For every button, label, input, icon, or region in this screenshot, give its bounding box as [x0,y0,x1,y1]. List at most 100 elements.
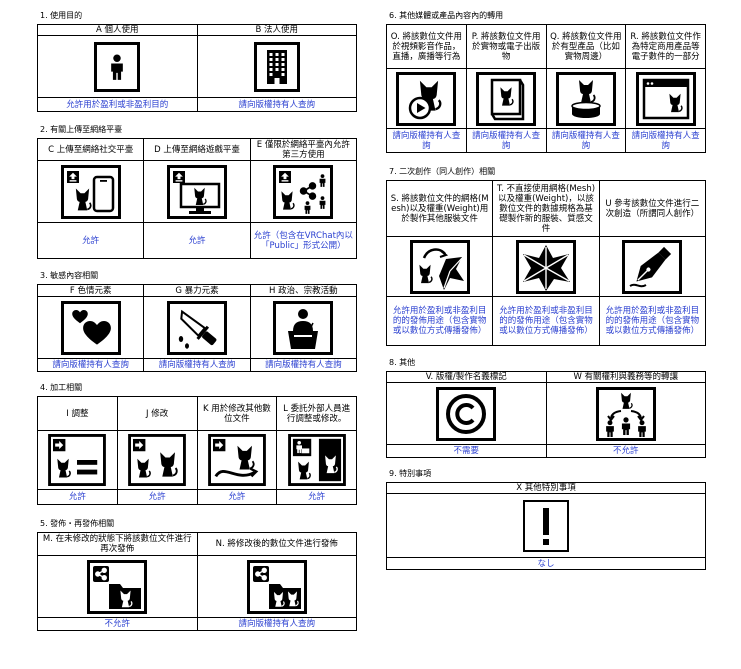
game-upload-icon [166,164,227,219]
section-1-table: A 個人使用 B 法人使用 [37,24,357,112]
item-j-result: 允許 [116,489,198,505]
item-m-header: M. 在未修改的狀態下將該數位文件進行再次發佈 [37,532,198,556]
item-q-result: 請向版權持有人查詢 [545,128,627,153]
item-u-icon-cell [598,236,707,297]
item-p-icon-cell [465,68,547,129]
item-s-header: S. 將該數位文件的網格(Mesh)以及權重(Weight)用於製作其他服裝文件 [385,180,494,237]
section-6-title: 6. 其他媒體或產品內容內的轉用 [389,11,504,20]
item-h-header: H 政治、宗教活動 [249,284,358,297]
section-5-table: M. 在未修改的狀態下將該數位文件進行再次發佈 N. 將修改後的數位文件進行發佈 [37,532,357,631]
section-2-table: C 上傳至網絡社交平臺 D 上傳至網絡遊戲平臺 E 僅限於網絡平臺內允許第三方使… [36,138,358,259]
item-p-header: P. 將該數位文件用於實物或電子出版物 [465,24,547,69]
item-n-icon-cell [196,555,357,618]
item-r-result: 請向版權持有人查詢 [625,128,706,153]
item-f-icon-cell [36,296,145,359]
item-x-header: X 其他特別事項 [386,482,706,494]
item-s-result: 允許用於盈利或非盈利目的的發佈用途（包含實物或以數位方式傳播發佈） [385,296,494,346]
item-v-result: 不需要 [386,444,547,458]
item-k-icon-cell [196,430,278,490]
item-v-header: V. 版權/製作名義標記 [386,371,547,383]
item-d-result: 允許 [143,222,251,259]
item-g-header: G 暴力元素 [143,284,251,297]
item-b-header: B 法人使用 [196,24,357,36]
video-play-icon [396,71,457,126]
item-t-icon-cell [492,236,600,297]
item-h-icon-cell [249,296,358,359]
item-f-header: F 色情元素 [36,284,145,297]
item-t-header: T. 不直接使用網格(Mesh)以及權重(Weight)，以該數位文件的數據規格… [492,180,600,237]
item-a-icon-cell [37,35,198,98]
social-upload-icon [60,164,121,219]
item-w-header: W 有關權利與義務等的轉讓 [545,371,706,383]
section-7-title: 7. 二次創作（同人創作）相關 [389,167,496,176]
section-9-title: 9. 特別事項 [389,469,432,478]
knife-icon [166,300,227,355]
distribute-modified-icon [246,559,307,614]
item-u-header: U 參考該數位文件進行二次創造（所謂同人創作） [598,180,707,237]
section-8-table: V. 版權/製作名義標記 W 有關權利與義務等的轉讓 [386,371,706,458]
item-a-result: 允許用於盈利或非盈利目的 [37,97,198,112]
section-3-table: F 色情元素 G 暴力元素 H 政治、宗教活動 [36,284,358,372]
exclamation-icon [523,499,569,552]
item-f-result: 請向版權持有人查詢 [36,358,145,372]
item-q-header: Q. 將該數位文件用於有型產品（比如實物周邊） [545,24,627,69]
item-e-icon-cell [249,160,358,223]
item-r-header: R. 將該數位文件作為特定商用產品等電子數件的一部分 [625,24,706,69]
modify-other-data-icon [207,434,266,486]
item-o-icon-cell [386,68,467,129]
item-u-result: 允許用於盈利或非盈利目的的發佈用途（包含實物或以數位方式傳播發佈） [598,296,707,346]
item-r-icon-cell [625,68,706,129]
section-5-title: 5. 發佈・再發佈相關 [40,519,115,528]
person-icon [94,41,141,92]
hearts-icon [60,300,121,355]
figure-icon [555,71,616,126]
section-4-table: I 調整 J 修改 K 用於修改其他數位文件 L 委託外部人員進行調整或修改。 [37,396,357,505]
transfer-icon [595,386,656,441]
item-p-result: 請向版權持有人查詢 [465,128,547,153]
section-3-title: 3. 敏感內容相關 [40,271,99,280]
item-l-result: 允許 [276,489,357,505]
item-l-icon-cell [276,430,357,490]
item-b-icon-cell [196,35,357,98]
item-j-header: J 修改 [116,396,198,431]
item-x-result: なし [386,557,706,570]
redistribute-unmodified-icon [87,559,148,614]
outsource-icon [287,434,346,486]
copyright-icon [436,386,497,441]
mesh-weight-icon [409,239,470,294]
item-b-result: 請向版權持有人查詢 [196,97,357,112]
section-4-title: 4. 加工相關 [40,383,83,392]
item-v-icon-cell [386,382,547,445]
item-j-icon-cell [116,430,198,490]
section-7-table: S. 將該數位文件的網格(Mesh)以及權重(Weight)用於製作其他服裝文件… [385,180,707,346]
clothing-icon [515,239,576,294]
adjust-icon [48,434,107,486]
item-i-header: I 調整 [37,396,118,431]
building-icon [253,41,300,92]
item-g-result: 請向版權持有人查詢 [143,358,251,372]
item-c-icon-cell [36,160,145,223]
item-t-result: 允許用於盈利或非盈利目的的發佈用途（包含實物或以數位方式傳播發佈） [492,296,600,346]
item-a-header: A 個人使用 [37,24,198,36]
platform-share-icon [273,164,334,219]
item-m-icon-cell [37,555,198,618]
item-l-header: L 委託外部人員進行調整或修改。 [276,396,357,431]
item-s-icon-cell [385,236,494,297]
item-n-result: 請向版權持有人查詢 [196,617,357,631]
item-d-icon-cell [143,160,251,223]
item-k-header: K 用於修改其他數位文件 [196,396,278,431]
section-2-title: 2. 有關上傳至網絡平臺 [40,125,123,134]
item-o-result: 請向版權持有人查詢 [386,128,467,153]
section-8-title: 8. 其他 [389,358,416,367]
item-q-icon-cell [545,68,627,129]
item-e-result: 允許（包含在VRChat內以「Public」形式公開） [249,222,358,259]
item-k-result: 允許 [196,489,278,505]
section-9-table: X 其他特別事項 なし [386,482,706,570]
item-d-header: D 上傳至網絡遊戲平臺 [143,138,251,161]
podium-icon [273,300,334,355]
section-1-title: 1. 使用目的 [40,11,83,20]
item-h-result: 請向版權持有人查詢 [249,358,358,372]
modify-icon [128,434,187,486]
pen-nib-icon [622,239,683,294]
software-window-icon [635,71,696,126]
